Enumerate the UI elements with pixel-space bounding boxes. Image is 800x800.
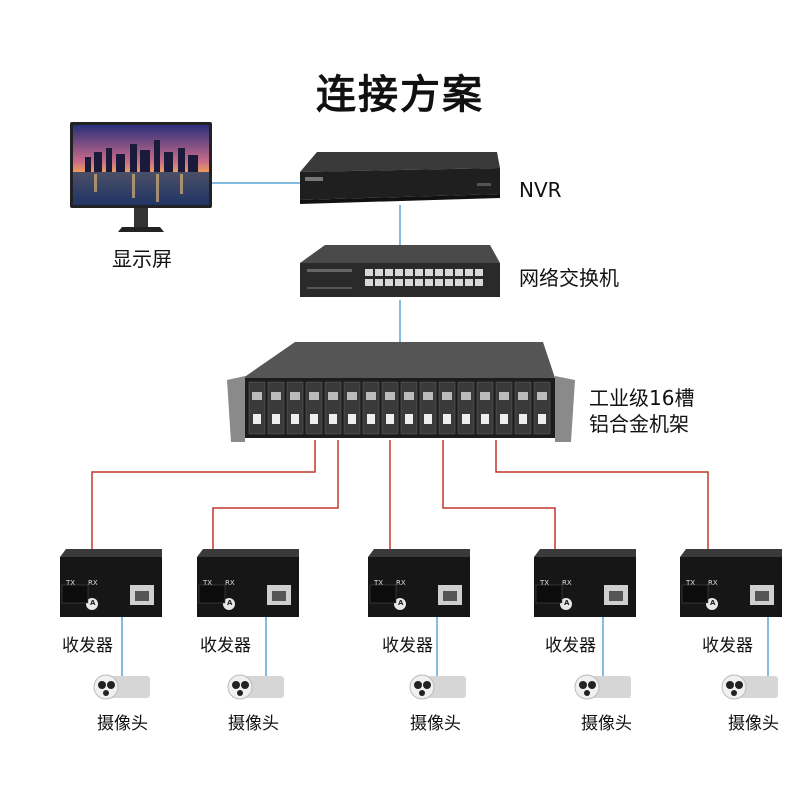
transceiver-icon <box>197 549 299 617</box>
camera-icon <box>227 674 284 700</box>
tx-port-label: TX <box>66 579 76 587</box>
transceiver-icon <box>60 549 162 617</box>
rx-port-label: RX <box>396 579 406 587</box>
camera-label-2: 摄像头 <box>228 714 279 734</box>
fiber-link-2 <box>212 440 339 555</box>
transceiver-label-4: 收发器 <box>545 636 596 656</box>
monitor-label: 显示屏 <box>112 247 172 271</box>
fiber-link-4 <box>442 440 556 555</box>
switch-device-icon <box>300 245 500 297</box>
transceiver-4: A TX RX <box>530 549 640 623</box>
transceiver-icon <box>368 549 470 617</box>
nvr-device-icon <box>300 152 500 204</box>
tx-port-label: TX <box>203 579 213 587</box>
camera-icon <box>721 674 778 700</box>
tx-port-label: TX <box>540 579 550 587</box>
nvr-label: NVR <box>519 178 562 202</box>
transceiver-label-1: 收发器 <box>62 636 113 656</box>
transceiver-badge: A <box>710 599 716 607</box>
transceiver-5: A TX RX <box>676 549 786 623</box>
transceiver-badge: A <box>90 599 96 607</box>
transceiver-2: A TX RX <box>193 549 303 623</box>
chassis-label-line1: 工业级16槽 <box>589 386 695 410</box>
transceiver-icon <box>534 549 636 617</box>
camera-icon <box>574 674 631 700</box>
transceiver-badge: A <box>227 599 233 607</box>
switch-label: 网络交换机 <box>519 266 619 290</box>
page-title: 连接方案 <box>316 72 484 118</box>
chassis-label-line2: 铝合金机架 <box>589 412 689 436</box>
fiber-link-5 <box>495 440 709 555</box>
rx-port-label: RX <box>708 579 718 587</box>
rx-port-label: RX <box>88 579 98 587</box>
transceiver-badge: A <box>398 599 404 607</box>
tx-port-label: TX <box>686 579 696 587</box>
transceiver-badge: A <box>564 599 570 607</box>
camera-icon <box>409 674 466 700</box>
transceiver-icon <box>680 549 782 617</box>
camera-label-5: 摄像头 <box>728 714 779 734</box>
rx-port-label: RX <box>562 579 572 587</box>
camera-label-1: 摄像头 <box>97 714 148 734</box>
chassis-device-icon <box>227 342 575 442</box>
tx-port-label: TX <box>374 579 384 587</box>
transceiver-3: A TX RX <box>364 549 474 623</box>
rx-port-label: RX <box>225 579 235 587</box>
transceiver-label-2: 收发器 <box>200 636 251 656</box>
fiber-link-1 <box>91 440 316 555</box>
camera-icon <box>93 674 150 700</box>
camera-label-3: 摄像头 <box>410 714 461 734</box>
transceiver-1: A TX RX <box>56 549 166 623</box>
camera-label-4: 摄像头 <box>581 714 632 734</box>
monitor-icon <box>70 122 212 232</box>
transceiver-label-3: 收发器 <box>382 636 433 656</box>
transceiver-label-5: 收发器 <box>702 636 753 656</box>
